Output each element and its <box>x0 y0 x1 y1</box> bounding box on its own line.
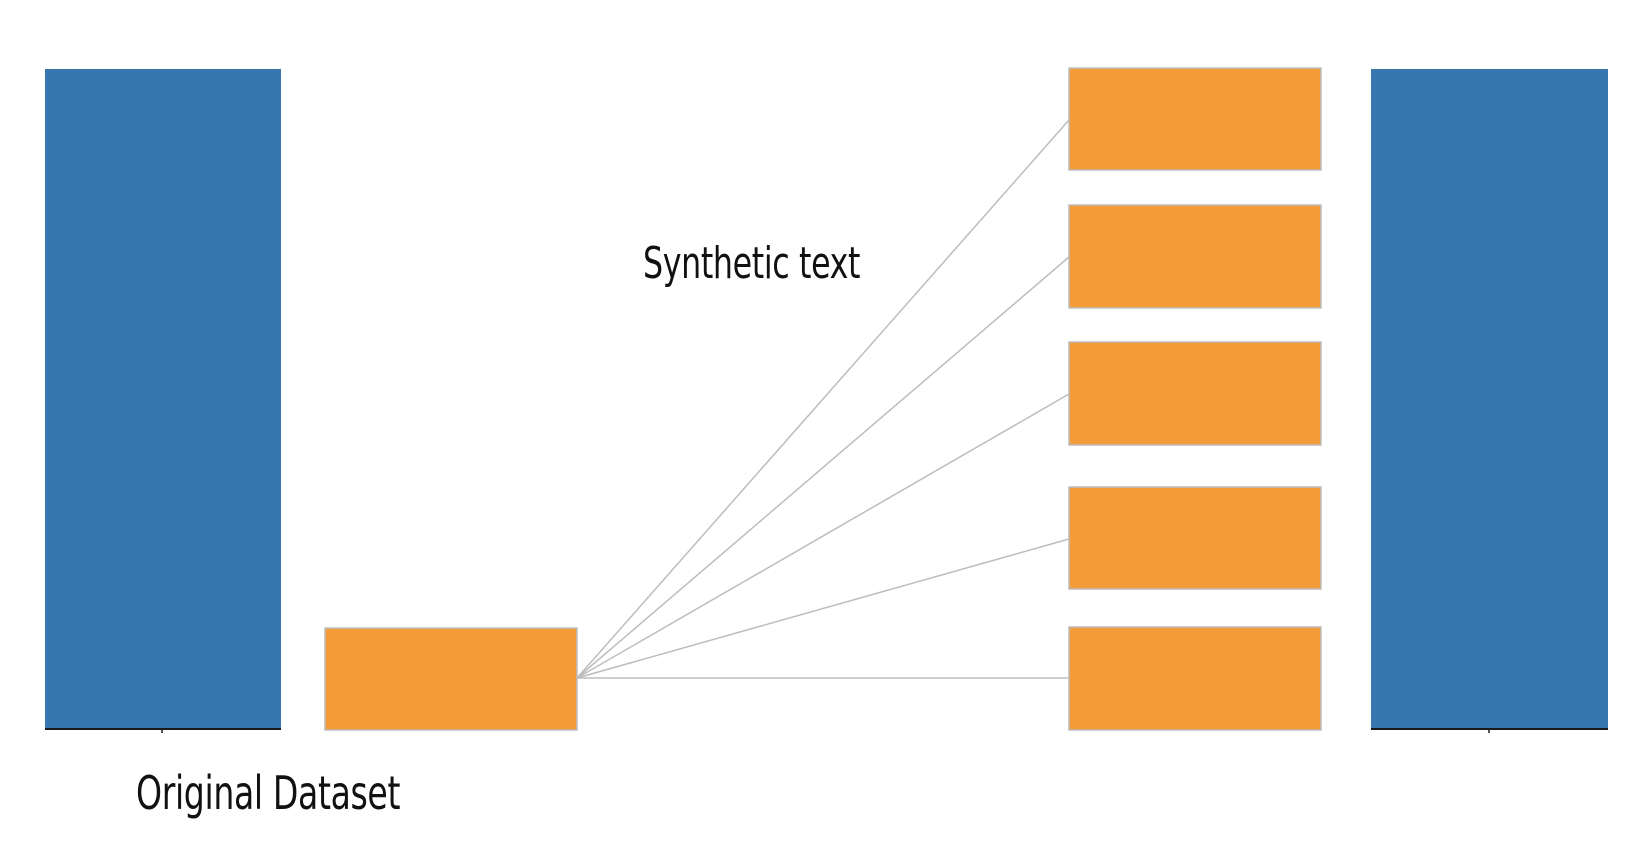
original-dataset-bar <box>45 69 281 729</box>
synthetic-text-block-3 <box>1068 341 1322 446</box>
augmented-dataset-bar <box>1371 69 1608 729</box>
synthetic-text-block-5 <box>1068 626 1322 731</box>
synthetic-text-block-1 <box>1068 67 1322 171</box>
synthetic-text-block-4 <box>1068 486 1322 590</box>
source-text-block <box>324 627 578 731</box>
synthetic-text-block-2 <box>1068 204 1322 309</box>
connector-line-1 <box>576 119 1070 679</box>
original-dataset-label: Original Dataset <box>136 766 401 820</box>
connector-line-2 <box>576 256 1070 679</box>
synthetic-text-label: Synthetic text <box>643 238 861 289</box>
connector-line-4 <box>576 538 1070 679</box>
connector-line-3 <box>576 393 1070 679</box>
